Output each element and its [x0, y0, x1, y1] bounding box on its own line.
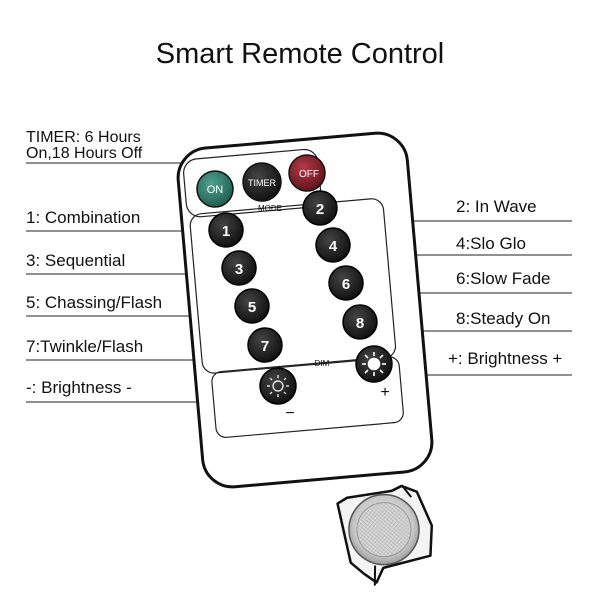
mode-button-5[interactable]: 5 [234, 288, 270, 324]
mode-button-1[interactable]: 1 [208, 212, 244, 248]
label-slow-fade: 6:Slow Fade [456, 269, 551, 288]
mode-button-3-label: 3 [235, 261, 243, 278]
dim-section-label: DIM [315, 359, 330, 368]
mode-button-1-label: 1 [222, 223, 230, 240]
mode-button-7[interactable]: 7 [247, 327, 283, 363]
on-button-label: ON [207, 184, 224, 196]
mode-button-8[interactable]: 8 [342, 304, 378, 340]
label-slo-glo: 4:Slo Glo [456, 234, 526, 253]
label-steady-on: 8:Steady On [456, 309, 551, 328]
label-chasing-flash: 5: Chassing/Flash [26, 293, 163, 312]
page-title: Smart Remote Control [155, 38, 445, 70]
timer-annotation-line1: TIMER: 6 Hours [26, 129, 141, 146]
label-brightness-up: +: Brightness + [448, 349, 563, 368]
mode-button-2[interactable]: 2 [302, 190, 338, 226]
timer-button-label: TIMER [248, 178, 276, 188]
minus-sign: − [285, 405, 294, 422]
on-button[interactable]: ON [196, 170, 234, 208]
mode-button-8-label: 8 [356, 315, 364, 332]
mode-button-5-label: 5 [248, 299, 256, 316]
label-sequential: 3: Sequential [26, 251, 126, 270]
timer-annotation: TIMER: 6 Hours On,18 Hours Off [26, 130, 142, 162]
label-twinkle-flash: 7:Twinkle/Flash [26, 337, 144, 356]
brightness-up-button[interactable] [355, 345, 393, 383]
mode-button-6-label: 6 [342, 276, 350, 293]
mode-section-label: MODE [258, 204, 282, 213]
sun-large-icon [362, 352, 386, 376]
off-button[interactable]: OFF [288, 154, 326, 192]
mode-button-2-label: 2 [316, 201, 324, 218]
mode-button-7-label: 7 [261, 338, 269, 355]
sun-small-icon [267, 375, 289, 397]
label-brightness-down: -: Brightness - [26, 378, 132, 397]
mode-button-4-label: 4 [329, 238, 338, 255]
mode-panel [189, 198, 397, 374]
dim-panel [211, 356, 404, 438]
mode-button-3[interactable]: 3 [221, 250, 257, 286]
battery-compartment [336, 484, 434, 586]
off-button-label: OFF [299, 169, 319, 180]
timer-annotation-line2: On,18 Hours Off [26, 145, 143, 162]
label-combination: 1: Combination [26, 208, 141, 227]
brightness-down-button[interactable] [259, 367, 297, 405]
timer-button[interactable]: TIMER [242, 162, 282, 202]
mode-button-6[interactable]: 6 [328, 265, 364, 301]
mode-button-4[interactable]: 4 [315, 227, 351, 263]
plus-sign: + [380, 384, 389, 401]
label-in-wave: 2: In Wave [456, 197, 537, 216]
